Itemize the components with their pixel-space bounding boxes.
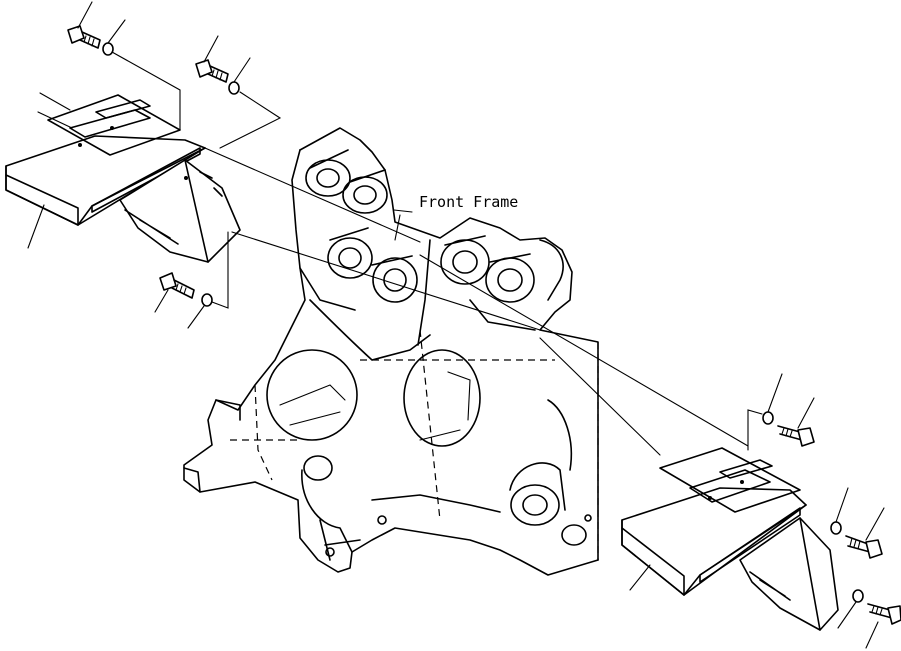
left-step-assembly <box>5 94 241 263</box>
bolt-group-top-left <box>67 1 282 149</box>
front-frame-label: Front Frame <box>419 193 518 211</box>
right-step-assembly <box>621 447 839 631</box>
bolt-group-left-lower <box>154 231 229 329</box>
reference-leaders <box>27 92 651 591</box>
assembly-lines <box>204 147 749 456</box>
bolt-group-right <box>747 373 901 649</box>
front-frame <box>183 127 599 576</box>
